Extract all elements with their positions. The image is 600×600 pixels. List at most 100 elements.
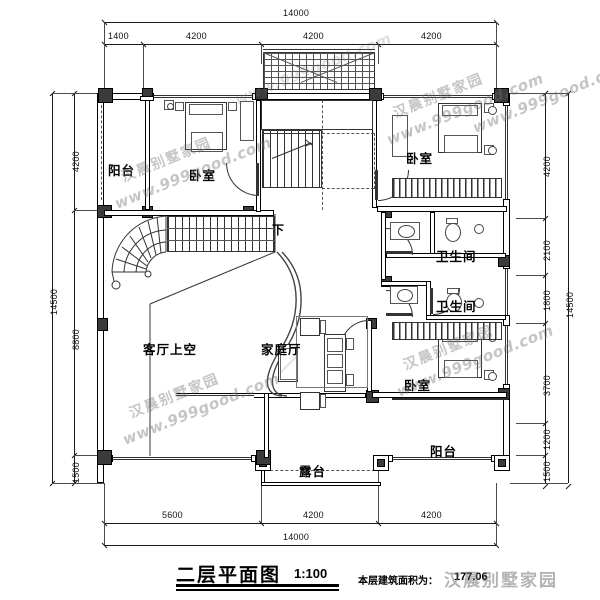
ext-line: [104, 22, 105, 94]
railing-dash-left: [101, 100, 102, 200]
dim-left-total-line: [52, 93, 53, 483]
toilet-upper: [442, 218, 462, 242]
ext-line: [516, 423, 545, 424]
wall-bath-upper-left: [381, 212, 386, 280]
down-leader-line: [258, 228, 272, 229]
column-left-lower: [97, 318, 108, 331]
dim-bottom-seg-0: 5600: [162, 510, 183, 520]
room-label-family-hall: 家庭厅: [261, 342, 302, 357]
dim-top-seg-3: 4200: [421, 31, 442, 41]
ext-line: [104, 483, 105, 545]
floor-area-label: 本层建筑面积为：: [358, 576, 438, 587]
dim-top-seg-line: [104, 44, 496, 45]
dim-right-total-line: [568, 93, 569, 483]
ext-line: [52, 93, 104, 94]
balcony-lower-edge: [392, 398, 508, 400]
lamp-dot-tr-b: [488, 146, 497, 155]
balcony-corner-post-right: [494, 455, 510, 471]
stair-up-arrow: [271, 139, 313, 162]
wardrobe-tr: [392, 115, 408, 157]
room-label-bedroom-bottom-right: 卧室: [404, 378, 432, 393]
ext-line: [510, 483, 568, 484]
stair-void-dash-v2: [374, 133, 375, 189]
canopy-edge: [263, 49, 375, 50]
wall-bath-lower-bottom: [426, 315, 506, 320]
dim-bottom-seg-1: 4200: [303, 510, 324, 520]
stair-handrail-line2: [167, 240, 275, 241]
stair-upper-landing: [261, 100, 373, 130]
nightstand-tl-a: [175, 102, 184, 111]
dim-top-total-text: 14000: [283, 8, 310, 18]
column-bl: [97, 450, 112, 465]
brand-watermark: 汉晨别墅家园: [444, 571, 558, 591]
bed-pillow-tl: [189, 104, 223, 115]
ext-line: [510, 93, 568, 94]
stair-run-upper: [262, 130, 322, 188]
sink-lower: [390, 286, 418, 304]
window-bedroom-tr: [383, 93, 493, 100]
stair-main-straight-run: [167, 216, 275, 252]
sofa-zone-outline: [296, 316, 368, 388]
canopy-hip-lines: [263, 52, 375, 90]
bed-quilt-br: [444, 360, 478, 378]
ext-line: [143, 44, 144, 94]
stair-void-dash-h: [322, 133, 374, 134]
dim-bottom-seg-2: 4200: [421, 510, 442, 520]
dim-top-total-line: [104, 22, 496, 23]
door-leaf: [430, 288, 433, 314]
bed-pillow-tr: [442, 105, 478, 116]
stair-void-dash-h2: [322, 188, 374, 189]
drawing-title: 二层平面图: [176, 564, 282, 586]
lamp-dot-br-b: [488, 372, 497, 381]
dim-top-seg-2: 4200: [303, 31, 324, 41]
window-right-upper: [503, 105, 510, 200]
terrace-wall-bottom: [261, 482, 381, 486]
window-right-bedroom-br: [503, 325, 510, 385]
wall-stub-balcony-top: [140, 96, 154, 101]
sink-upper: [390, 222, 420, 240]
ext-line: [74, 210, 104, 211]
floor-drain-lower: [474, 298, 484, 308]
wall-bedroom-tl-right: [256, 100, 261, 212]
window-bedroom-tl: [153, 93, 253, 100]
bed-quilt-tr: [444, 135, 478, 153]
title-block: 二层平面图 1:100 本层建筑面积为： 177.06 汉晨别墅家园: [176, 556, 596, 596]
stair-down-label: 下: [272, 223, 285, 237]
stair-void-dash-v: [322, 100, 323, 210]
closet-tr: [392, 178, 502, 198]
wall-terrace-left-v: [264, 393, 269, 458]
wall-bedroom-br-bottom: [372, 392, 507, 398]
wall-bedroom-tr-bottom: [377, 206, 507, 212]
floor-area-value: 177.06: [454, 571, 488, 583]
room-label-balcony-lower-right: 阳台: [430, 444, 458, 459]
window-bottom-left: [112, 455, 252, 462]
door-leaf: [386, 251, 412, 254]
bed-group-tl: [175, 102, 237, 157]
wall-bedroom-tl-bottom: [104, 210, 274, 216]
wall-balcony-bedroom: [145, 100, 150, 210]
title-underline-2: [176, 589, 339, 591]
dim-right-seg-line: [545, 93, 546, 483]
column-tl: [98, 88, 113, 103]
armchair-top: [300, 318, 320, 336]
door-leaf: [386, 313, 412, 316]
room-label-terrace: 露台: [299, 464, 327, 479]
room-label-bedroom-top-left: 卧室: [189, 168, 217, 183]
dim-top-seg-1: 4200: [186, 31, 207, 41]
sofa-group-family: [278, 318, 370, 418]
room-label-bedroom-top-right: 卧室: [406, 151, 434, 166]
ext-line: [261, 44, 262, 64]
door-leaf: [375, 170, 378, 200]
nightstand-tl-b: [228, 102, 237, 111]
dim-bottom-total-text: 14000: [283, 532, 310, 542]
wall-bath-divider-v: [430, 212, 435, 258]
ext-line: [516, 218, 545, 219]
dim-left-seg-line: [74, 93, 75, 483]
room-label-bathroom-upper: 卫生间: [436, 249, 477, 264]
title-underline: [176, 584, 339, 587]
door-leaf: [256, 163, 259, 195]
ext-line: [516, 275, 545, 276]
wardrobe-tl: [240, 101, 254, 141]
